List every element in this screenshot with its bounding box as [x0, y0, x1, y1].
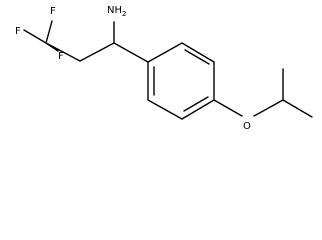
molecule-canvas: F F F NH2 O: [15, 5, 313, 132]
bond-isopropyl-carbon-to-right-methyl: [282, 99, 313, 118]
bond-methylene-to-chiral-carbon: [79, 42, 115, 62]
bond-oxygen-to-isopropyl-carbon: [253, 99, 284, 117]
aromatic-double-bond-lower-right: [183, 96, 209, 112]
oxygen-label: O: [243, 121, 251, 132]
amine-label: NH2: [107, 5, 126, 18]
bond-cf3-carbon-to-f-top: [45, 20, 53, 44]
bond-cf3-carbon-to-f-left: [23, 29, 47, 44]
amine-subscript: 2: [122, 10, 126, 18]
fluorine-left-label: F: [15, 26, 21, 37]
aromatic-double-bond-upper-right: [184, 49, 210, 65]
ring-bond-1: [147, 42, 183, 63]
ring-bond-4: [181, 99, 215, 120]
bond-chiral-carbon-to-aromatic-ring: [113, 42, 149, 63]
fluorine-top-label: F: [50, 6, 56, 17]
ring-bond-5: [147, 99, 183, 120]
ring-bond-2: [181, 42, 215, 63]
fluorine-lower-label: F: [58, 51, 64, 62]
chemical-structure-diagram: F F F NH2 O: [15, 5, 313, 132]
bond-ring-to-oxygen: [213, 99, 243, 117]
amine-nh-text: NH: [107, 5, 122, 16]
bond-cf3-carbon-to-methylene: [45, 42, 81, 62]
